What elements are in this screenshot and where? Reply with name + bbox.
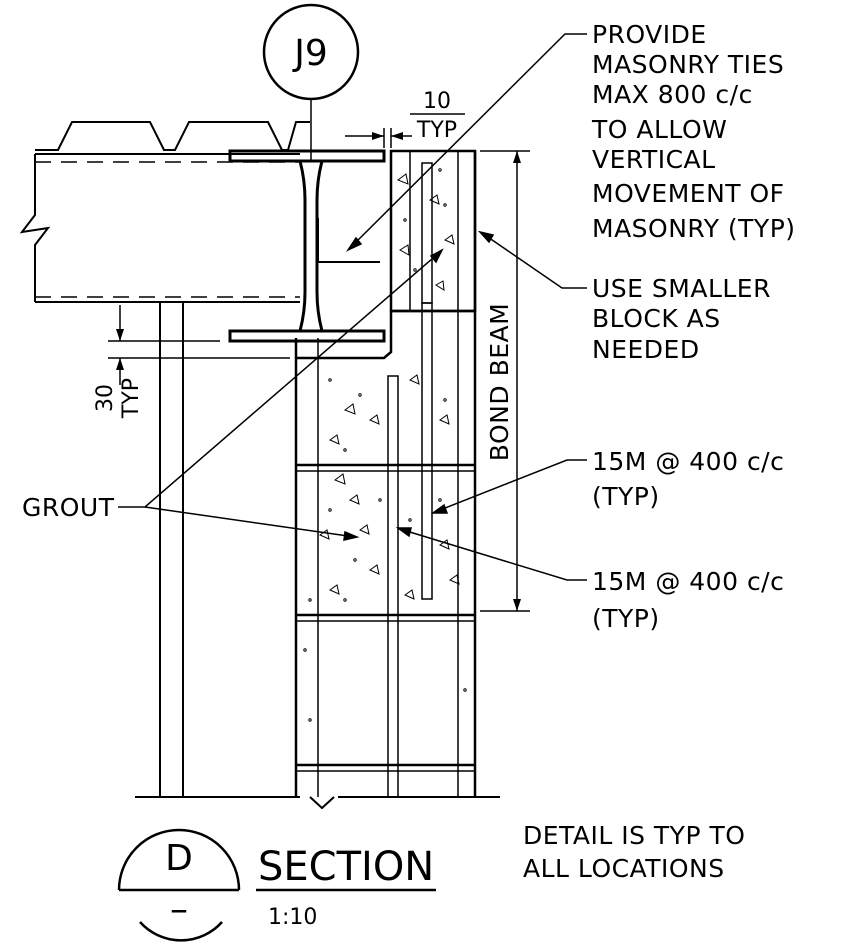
masonry-tie-angle xyxy=(317,218,380,263)
svg-text:(TYP): (TYP) xyxy=(592,604,660,633)
tie-gap-suffix: TYP xyxy=(416,118,457,143)
grid-bubble-label: J9 xyxy=(292,33,328,74)
note-masonry-ties: PROVIDE MASONRY TIES MAX 800 c/c TO ALLO… xyxy=(591,20,796,243)
leader-masonry-ties xyxy=(349,33,587,249)
svg-text:VERTICAL: VERTICAL xyxy=(592,145,716,174)
bond-beam-label: BOND BEAM xyxy=(485,303,514,461)
deck-profile xyxy=(35,121,310,151)
rebar-mid-vertical xyxy=(421,302,433,600)
leader-smaller-block xyxy=(481,232,587,289)
bearing-suffix: TYP xyxy=(119,378,144,419)
section-letter: D xyxy=(165,838,193,879)
svg-text:MAX 800 c/c: MAX 800 c/c xyxy=(592,80,753,109)
section-sheet-ref: – xyxy=(170,889,188,930)
svg-text:MASONRY TIES: MASONRY TIES xyxy=(592,50,784,79)
svg-text:BLOCK AS: BLOCK AS xyxy=(592,304,721,333)
tie-gap-value: 10 xyxy=(423,89,451,114)
steel-beam xyxy=(228,149,386,343)
leader-rebar-upper xyxy=(434,459,587,513)
beam-bottom-flange xyxy=(228,329,386,343)
beam-top-flange xyxy=(228,149,386,163)
grid-bubble: J9 xyxy=(262,3,360,160)
note-rebar-lower: 15M @ 400 c/c (TYP) xyxy=(592,567,784,633)
section-scale: 1:10 xyxy=(268,905,317,930)
metal-deck xyxy=(35,121,310,151)
dimension-bearing: 30 TYP xyxy=(93,305,290,419)
grout-stipple xyxy=(303,168,467,722)
section-marker-arc-bottom xyxy=(139,921,223,942)
svg-text:TO ALLOW: TO ALLOW xyxy=(591,115,727,144)
note-typical: DETAIL IS TYP TO ALL LOCATIONS xyxy=(523,821,745,883)
note-smaller-block: USE SMALLER BLOCK AS NEEDED xyxy=(592,274,771,364)
svg-text:15M @ 400 c/c: 15M @ 400 c/c xyxy=(592,567,784,596)
bearing-value: 30 xyxy=(93,384,118,412)
column xyxy=(135,302,500,810)
section-marker-arc-top xyxy=(117,828,241,891)
svg-text:ALL LOCATIONS: ALL LOCATIONS xyxy=(523,854,725,883)
beam-web-left xyxy=(298,160,307,332)
section-marker: D – SECTION 1:10 xyxy=(117,828,436,942)
leaders xyxy=(118,33,587,581)
bearing-step xyxy=(296,311,393,360)
floor-break xyxy=(309,796,335,810)
dimension-tie-gap: 10 TYP xyxy=(345,89,465,148)
svg-text:DETAIL IS TYP TO: DETAIL IS TYP TO xyxy=(523,821,745,850)
svg-text:MOVEMENT OF: MOVEMENT OF xyxy=(592,179,785,208)
svg-text:15M @ 400 c/c: 15M @ 400 c/c xyxy=(592,447,784,476)
svg-text:MASONRY (TYP): MASONRY (TYP) xyxy=(592,214,796,243)
svg-text:NEEDED: NEEDED xyxy=(592,335,700,364)
floor-assembly xyxy=(19,153,300,303)
svg-text:PROVIDE: PROVIDE xyxy=(592,20,707,49)
bond-beam-block-upper xyxy=(389,149,477,313)
rebar-lower-vertical xyxy=(387,375,399,798)
svg-text:(TYP): (TYP) xyxy=(592,482,660,511)
rebar-upper-vertical xyxy=(421,162,433,304)
break-line xyxy=(19,154,51,302)
note-grout: GROUT xyxy=(22,493,115,522)
svg-text:USE SMALLER: USE SMALLER xyxy=(592,274,771,303)
section-title: SECTION xyxy=(258,844,434,890)
dimension-bond-beam: BOND BEAM xyxy=(480,150,530,612)
note-rebar-upper: 15M @ 400 c/c (TYP) xyxy=(592,447,784,511)
leader-grout-lower xyxy=(144,506,356,538)
masonry-wall xyxy=(294,149,477,798)
leader-rebar-lower xyxy=(399,528,587,581)
